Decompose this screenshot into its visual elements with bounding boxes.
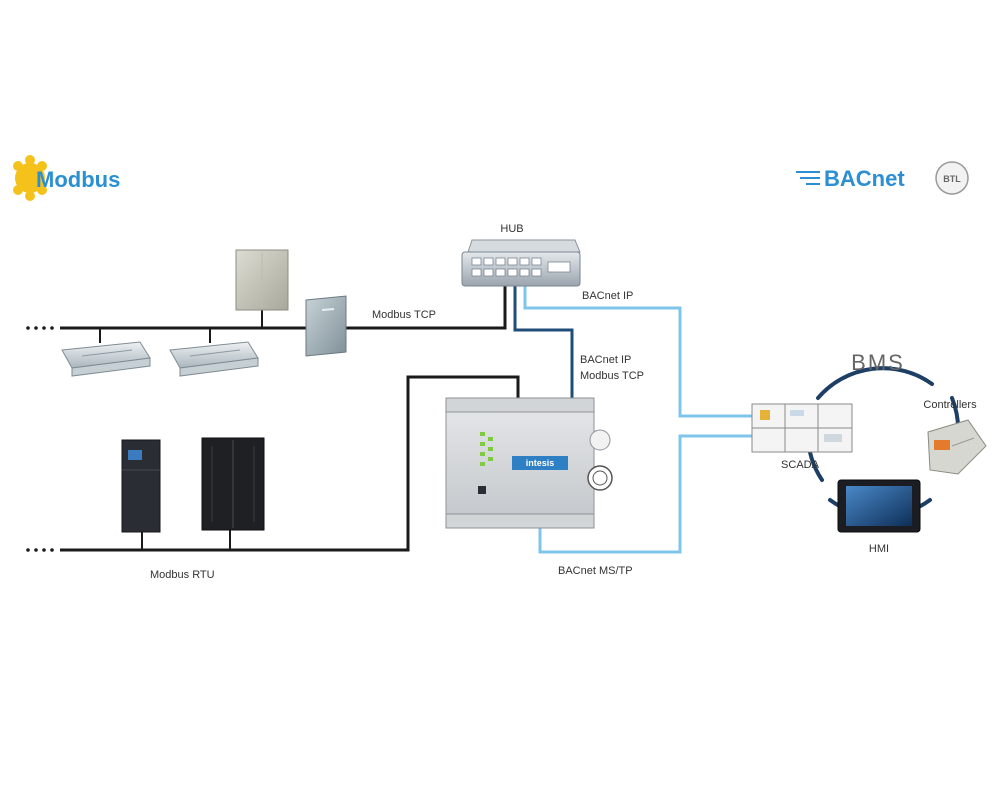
btl-badge-text: BTL (943, 174, 961, 184)
hmi-label: HMI (869, 543, 889, 555)
bacnet-ip-top-label: BACnet IP (582, 290, 633, 302)
bacnet-ip-modbus-tcp-label-line2: Modbus TCP (580, 370, 644, 382)
intesis-gateway-device: intesis (445, 397, 613, 529)
hub-label: HUB (500, 223, 523, 235)
modbus-logo-text: Modbus (36, 167, 120, 192)
hmi-touch-panel-device (837, 479, 921, 533)
btl-badge-icon: BTL (935, 161, 969, 195)
scada-screens-device (751, 403, 853, 453)
rack-cabinet-device (201, 437, 265, 531)
bacnet-logo-text: BACnet (824, 166, 905, 191)
bacnet-arrows-icon (796, 171, 820, 185)
controller-device (927, 419, 987, 475)
bacnet-ip-modbus-tcp-label-line1: BACnet IP (580, 354, 631, 366)
ul-mark-icon (587, 465, 613, 491)
modbus-tcp-label: Modbus TCP (372, 309, 436, 321)
modbus-tcp-bus-line (60, 286, 507, 330)
bms-cluster: BMS SCADA Controllers HMI (751, 350, 987, 555)
connection-lines (26, 286, 752, 554)
ce-mark-icon (589, 429, 611, 451)
ups-tower-device (121, 439, 161, 533)
bacnet-logo: BACnet BTL (796, 161, 969, 195)
gateway-brand-badge (512, 456, 568, 470)
modbus-rtu-bus-line (60, 375, 520, 552)
hub-device: HUB (461, 223, 581, 287)
control-panel-device (305, 295, 347, 357)
modbus-logo: Modbus (13, 155, 120, 201)
bacnet-mstp-label: BACnet MS/TP (558, 565, 633, 577)
bacnet-mstp-line (538, 434, 752, 554)
indoor-unit-2-device (169, 341, 259, 377)
gateway-brand-label: intesis (526, 458, 555, 468)
scada-label: SCADA (781, 459, 820, 471)
modbus-rtu-label: Modbus RTU (150, 569, 215, 581)
outdoor-unit-device (235, 249, 289, 311)
bacnet-ip-line (523, 286, 752, 418)
controllers-label: Controllers (923, 399, 977, 411)
bus-continuation-dots (26, 326, 54, 552)
bms-label: BMS (851, 350, 905, 375)
ethernet-hub-gateway-line (513, 286, 574, 400)
indoor-unit-1-device (61, 341, 151, 377)
modbus-star-icon (13, 155, 47, 201)
